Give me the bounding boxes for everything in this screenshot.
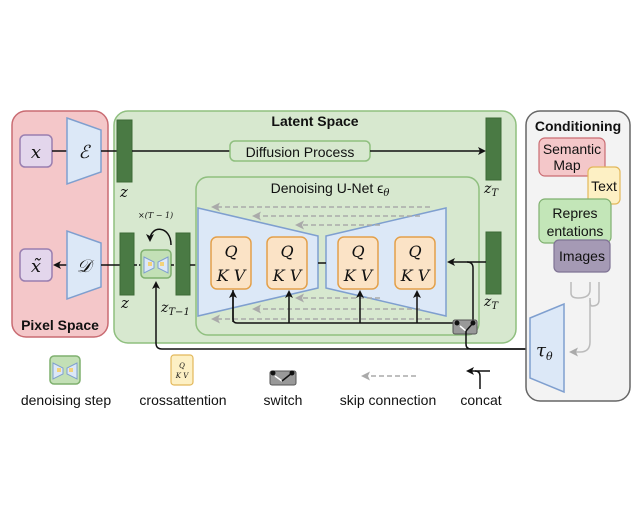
tau-encoder-trapezoid (529, 302, 565, 394)
qkv-block: Q K V (210, 236, 252, 290)
latent-z-bar (116, 119, 133, 183)
svg-text:entations: entations (547, 223, 604, 239)
conditioning-panel: Conditioning Semantic Map Text Repres en… (525, 110, 631, 402)
svg-text:Repres: Repres (552, 205, 597, 221)
legend-denoising-step: denoising step (21, 355, 112, 408)
switch-icon (269, 370, 297, 386)
svg-text:Q: Q (224, 242, 237, 261)
qkv-block: Q K V (394, 236, 436, 290)
encoder-trapezoid (66, 116, 102, 186)
svg-text:K V: K V (272, 266, 303, 285)
svg-text:K V: K V (343, 266, 374, 285)
legend-concat: concat (460, 367, 502, 408)
semantic-map-item: Semantic Map (538, 137, 606, 177)
svg-text:Semantic: Semantic (543, 141, 601, 157)
decoder-symbol: 𝒟 (77, 256, 95, 277)
tau-symbol: τθ (536, 340, 553, 363)
output-image-box (19, 248, 53, 282)
unet-title: Denoising U-Net ϵθ (271, 180, 390, 199)
conditioning-to-denoise-line (152, 281, 530, 350)
zT-label-top: zT (483, 181, 499, 199)
svg-text:K V: K V (216, 266, 247, 285)
repeat-loop-arrow (146, 228, 172, 246)
svg-text:Images: Images (559, 248, 605, 264)
encoder-symbol: ℰ (79, 142, 92, 163)
input-symbol: x (31, 142, 41, 163)
legend-crossattention: Q K V crossattention (139, 354, 227, 408)
conditioning-merge-arrow (569, 282, 600, 357)
svg-text:Q: Q (280, 242, 293, 261)
images-item: Images (553, 239, 611, 273)
svg-text:Text: Text (591, 178, 617, 194)
zT1-label: zT−1 (160, 300, 190, 318)
legend: denoising step Q K V crossattention swit… (21, 354, 502, 408)
switch (452, 319, 478, 335)
skip-connections (211, 202, 430, 324)
latent-zT1-bar (175, 232, 191, 296)
unet-panel: Denoising U-Net ϵθ Q K V Q K V Q (195, 176, 530, 350)
z-label-bottom: z (120, 294, 129, 312)
svg-text:Q: Q (351, 242, 364, 261)
zT-label-bottom: zT (483, 294, 499, 312)
repeat-label: ×(T − 1) (138, 211, 173, 220)
conditioning-title: Conditioning (535, 118, 621, 134)
legend-skip-connection: skip connection (340, 371, 437, 408)
legend-switch: switch (264, 370, 303, 408)
svg-text:K V: K V (400, 266, 431, 285)
diffusion-process-label: Diffusion Process (246, 144, 355, 160)
svg-text:switch: switch (264, 392, 303, 408)
svg-text:K V: K V (175, 372, 189, 380)
output-symbol: x̃ (31, 256, 42, 277)
svg-text:denoising step: denoising step (21, 392, 112, 408)
svg-text:Q: Q (179, 362, 185, 370)
latent-zT-bar-top (485, 117, 502, 181)
svg-text:crossattention: crossattention (139, 392, 226, 408)
pixel-space-panel: Pixel Space x ℰ x̃ 𝒟 (11, 110, 109, 338)
svg-text:skip connection: skip connection (340, 392, 437, 408)
latent-z-bar-bottom (119, 232, 135, 296)
svg-text:concat: concat (460, 392, 501, 408)
svg-text:Q: Q (408, 242, 421, 261)
pixel-space-title: Pixel Space (21, 317, 99, 333)
svg-text:Map: Map (553, 157, 580, 173)
latent-space-title: Latent Space (271, 113, 358, 129)
representations-item: Repres entations (538, 198, 612, 244)
z-label-top: z (119, 183, 128, 201)
crossattention-icon (170, 354, 194, 386)
latent-zT-bar-bottom (485, 231, 502, 295)
decoder-trapezoid (66, 229, 102, 301)
qkv-block: Q K V (266, 236, 308, 290)
qkv-block: Q K V (337, 236, 379, 290)
